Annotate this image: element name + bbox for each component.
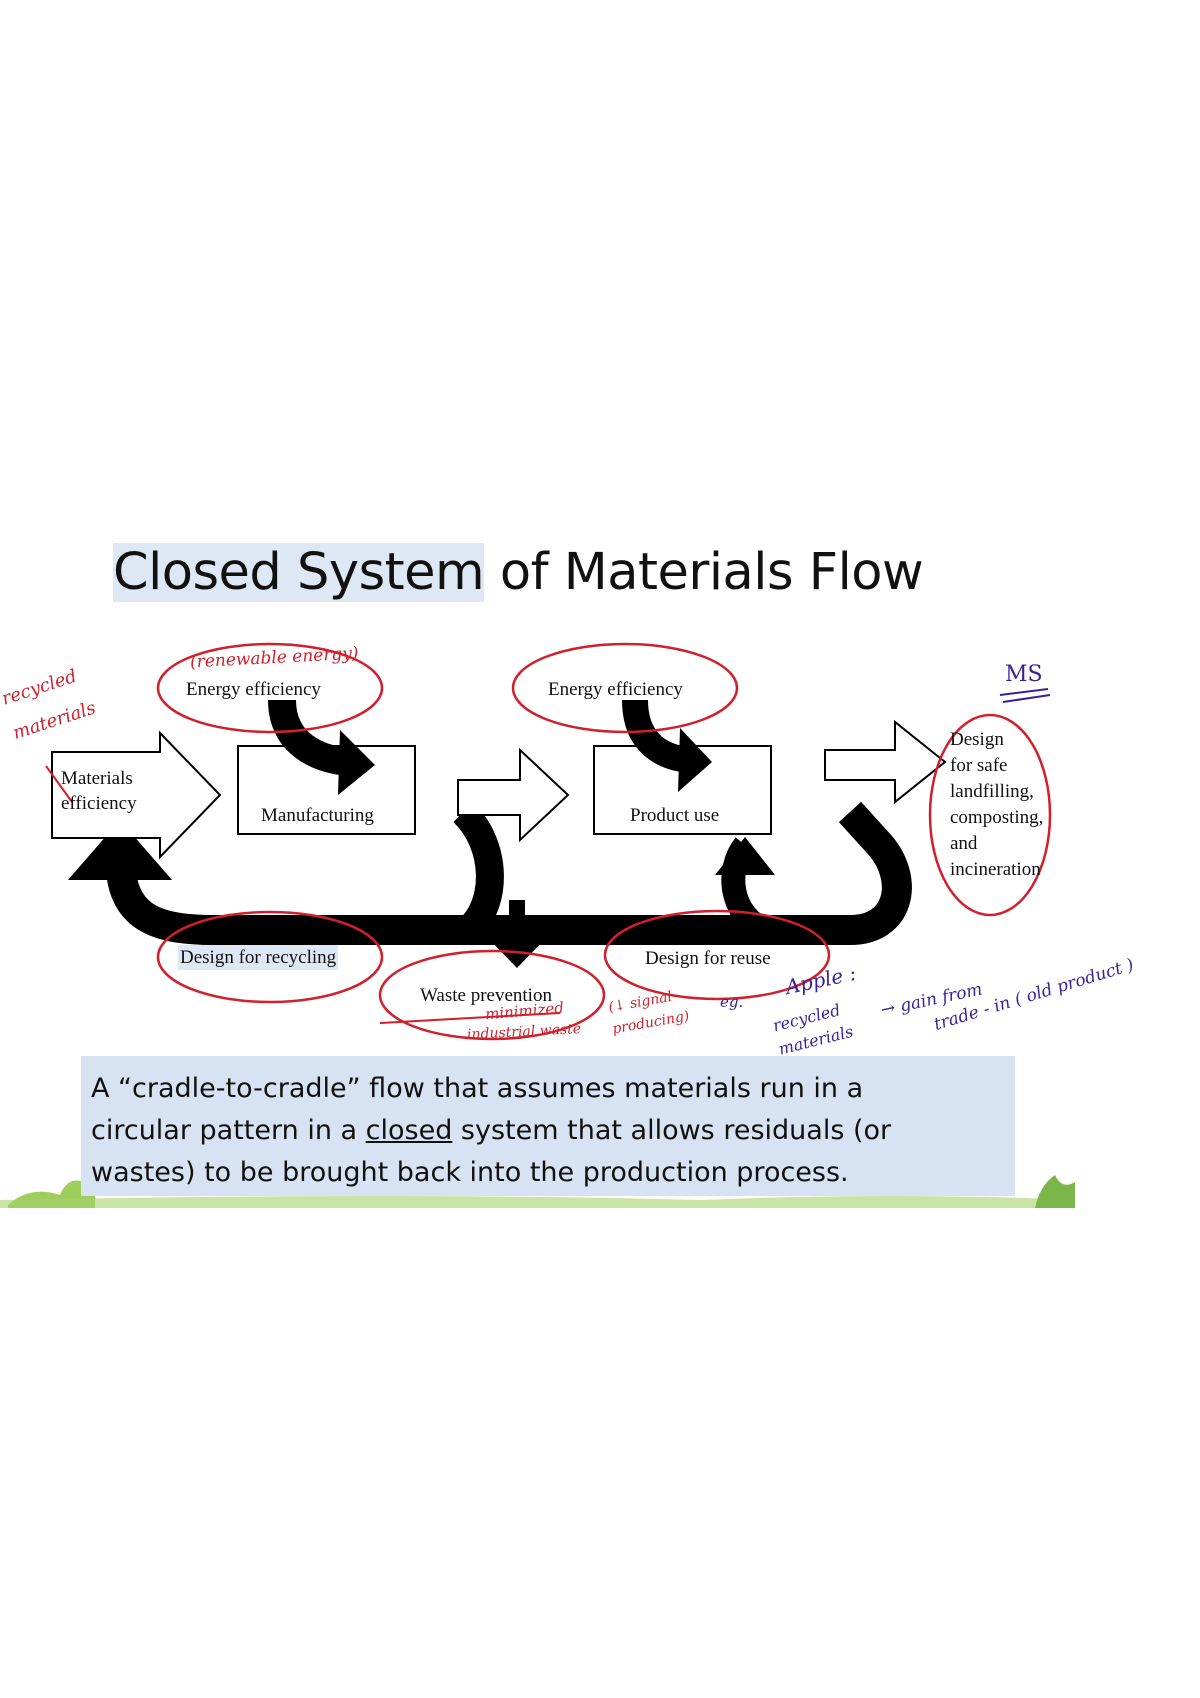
eg-note: eg.: [720, 993, 744, 1011]
materials-efficiency-label: Materials efficiency: [61, 766, 137, 816]
design-safe-label: Design for safe landfilling, composting,…: [950, 727, 1043, 883]
grass-decoration: [0, 1175, 1075, 1208]
red-ellipses: [156, 642, 1052, 1041]
ellipse-design-safe: [928, 713, 1052, 917]
manufacturing-label: Manufacturing: [261, 805, 374, 826]
ellipse-recycling: [156, 910, 384, 1004]
caption-line-3: wastes) to be brought back into the prod…: [91, 1157, 849, 1188]
design-safe-line: Design: [950, 729, 1004, 750]
materials-efficiency-line: efficiency: [61, 793, 137, 814]
caption-line-2: circular pattern in a closed system that…: [91, 1110, 1005, 1152]
design-safe-line: incineration: [950, 859, 1041, 880]
ellipse-reuse: [603, 909, 831, 1001]
ms-note: MS: [1005, 662, 1043, 687]
title-highlight: Closed System: [113, 543, 485, 602]
design-recycling-label: Design for recycling: [178, 945, 339, 970]
product-use-label: Product use: [630, 805, 720, 826]
waste-prevention-label: Waste prevention: [420, 985, 552, 1006]
title-rest: of Materials Flow: [484, 543, 924, 602]
design-safe-line: for safe: [950, 755, 1008, 776]
caption-box: A “cradle-to-cradle” flow that assumes m…: [81, 1056, 1015, 1196]
energy-arrows: [268, 699, 712, 795]
use-to-disposal-arrow: [824, 719, 947, 805]
ellipse-waste: [378, 949, 606, 1041]
caption-text: circular pattern in a: [91, 1115, 366, 1146]
manufacturing-to-use-arrow: [457, 747, 570, 843]
design-safe-line: and: [950, 833, 978, 854]
ellipse-energy-1: [156, 642, 384, 734]
caption-line-1: A “cradle-to-cradle” flow that assumes m…: [91, 1073, 864, 1104]
design-safe-line: composting,: [950, 807, 1044, 828]
flow-arrows: [51, 719, 947, 860]
energy-efficiency-label-2: Energy efficiency: [548, 679, 683, 700]
caption-underlined-word: closed: [365, 1115, 453, 1146]
energy-efficiency-label-1: Energy efficiency: [186, 679, 321, 700]
slide-title: Closed System of Materials Flow: [113, 543, 924, 602]
design-reuse-label: Design for reuse: [645, 948, 771, 969]
caption-text: system that allows residuals (or: [452, 1115, 892, 1146]
materials-efficiency-line: Materials: [61, 768, 133, 789]
design-safe-line: landfilling,: [950, 781, 1034, 802]
ellipse-energy-2: [511, 642, 739, 734]
materials-arrow: [51, 730, 222, 860]
